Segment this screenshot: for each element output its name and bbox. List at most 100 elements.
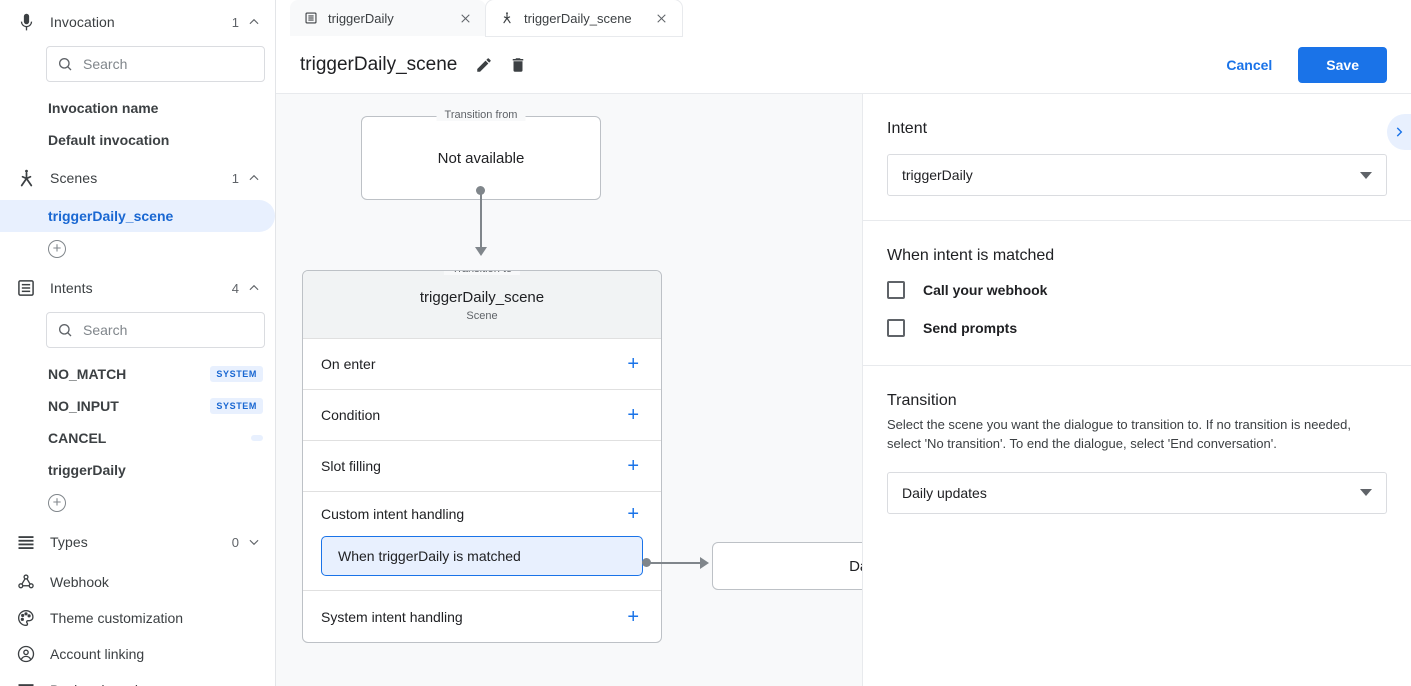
sidebar-item-label: Theme customization [50, 610, 184, 626]
sidebar-item-label: triggerDaily [48, 462, 126, 478]
sidebar-item-label: Default invocation [48, 132, 170, 148]
transition-select[interactable]: Daily updates [887, 471, 1387, 514]
intent-section: Intent triggerDaily [863, 94, 1411, 221]
transition-to-scene-card[interactable]: Transition to triggerDaily_scene Scene O… [302, 270, 662, 643]
trash-icon[interactable] [505, 52, 531, 78]
scene-row-label: Slot filling [321, 458, 381, 474]
content-split: Transition from Not available Transition… [276, 94, 1411, 686]
chevron-up-icon[interactable] [247, 15, 261, 29]
intent-icon [304, 11, 318, 25]
scene-row-slot-filling[interactable]: Slot filling + [303, 441, 661, 492]
close-icon[interactable] [652, 9, 670, 27]
connector-dot-top [476, 186, 485, 195]
call-your-webhook-label: Call your webhook [923, 282, 1048, 298]
chevron-down-icon[interactable] [247, 535, 261, 549]
microphone-icon [14, 10, 38, 34]
connector-line-vertical [480, 191, 482, 249]
transition-section-title: Transition [887, 392, 957, 409]
intents-search-box[interactable] [46, 312, 265, 348]
cancel-button[interactable]: Cancel [1212, 49, 1286, 81]
intent-handler-label: When triggerDaily is matched [338, 548, 521, 564]
connector-line-horizontal [647, 562, 703, 564]
sidebar-section-scenes[interactable]: Scenes 1 [0, 156, 275, 200]
add-intent-icon[interactable]: + [48, 494, 66, 512]
add-intent-row[interactable]: + [0, 486, 275, 520]
sidebar-item-invocation-name[interactable]: Invocation name [0, 92, 275, 124]
intent-handler-chip[interactable]: When triggerDaily is matched [321, 536, 643, 576]
sidebar-section-count: 1 [231, 14, 239, 30]
invocation-search-input[interactable] [83, 56, 254, 72]
transition-target-node[interactable]: Tr Dail [712, 542, 862, 590]
intents-search-input[interactable] [83, 322, 254, 338]
sidebar-section-intents[interactable]: Intents 4 [0, 266, 275, 310]
status-badge [251, 435, 263, 441]
add-slot-filling-icon[interactable]: + [627, 455, 639, 477]
scene-flow-icon [14, 166, 38, 190]
sidebar-item-triggerdaily[interactable]: triggerDaily [0, 454, 275, 486]
webhook-icon [14, 570, 38, 594]
add-on-enter-icon[interactable]: + [627, 353, 639, 375]
transition-from-legend: Transition from [436, 109, 526, 121]
scene-card-title: triggerDaily_scene [419, 289, 545, 306]
sidebar-item-no-match[interactable]: NO_MATCH SYSTEM [0, 358, 275, 390]
scene-row-on-enter[interactable]: On enter + [303, 339, 661, 390]
sidebar-item-no-input[interactable]: NO_INPUT SYSTEM [0, 390, 275, 422]
sidebar-item-account-linking[interactable]: Account linking [0, 636, 275, 672]
search-icon [57, 56, 73, 72]
sidebar-item-label: Backend services [50, 682, 160, 686]
tab-bar: triggerDaily triggerDaily_scene [276, 0, 1411, 36]
sidebar-section-label: Scenes [50, 170, 98, 186]
invocation-search-box[interactable] [46, 46, 265, 82]
sidebar-item-theme-customization[interactable]: Theme customization [0, 600, 275, 636]
sidebar-section-count: 1 [231, 170, 239, 186]
add-scene-row[interactable]: + [0, 232, 275, 266]
chevron-up-icon[interactable] [247, 281, 261, 295]
sidebar-item-label: NO_MATCH [48, 366, 127, 382]
scene-card-header: triggerDaily_scene Scene [303, 271, 661, 339]
pencil-icon[interactable] [471, 52, 497, 78]
scene-row-label: Custom intent handling [321, 506, 465, 522]
tab-label: triggerDaily [328, 10, 394, 26]
sidebar-item-default-invocation[interactable]: Default invocation [0, 124, 275, 156]
close-icon[interactable] [456, 9, 474, 27]
chevron-up-icon[interactable] [247, 171, 261, 185]
chevron-right-icon[interactable] [1387, 114, 1411, 150]
call-your-webhook-checkbox[interactable] [887, 281, 905, 299]
transition-description: Select the scene you want the dialogue t… [887, 417, 1351, 451]
sidebar-item-webhook[interactable]: Webhook [0, 564, 275, 600]
add-scene-icon[interactable]: + [48, 240, 66, 258]
call-your-webhook-row[interactable]: Call your webhook [887, 281, 1387, 299]
status-badge: SYSTEM [210, 366, 263, 382]
sidebar-item-triggerdaily-scene[interactable]: triggerDaily_scene [0, 200, 275, 232]
scene-row-system-intent-handling[interactable]: System intent handling + [303, 591, 661, 642]
palette-icon [14, 606, 38, 630]
scene-group-custom-intent-handling: Custom intent handling + When triggerDai… [303, 492, 661, 591]
scene-row-label: On enter [321, 356, 376, 372]
add-custom-intent-handling-icon[interactable]: + [627, 503, 639, 525]
save-button[interactable]: Save [1298, 46, 1387, 83]
scene-row-custom-intent-handling[interactable]: Custom intent handling + [303, 492, 661, 536]
intent-select[interactable]: triggerDaily [887, 154, 1387, 196]
send-prompts-row[interactable]: Send prompts [887, 319, 1387, 337]
sidebar-section-label: Types [50, 534, 88, 550]
types-icon [14, 530, 38, 554]
chevron-down-icon [1360, 489, 1372, 497]
tab-triggerdaily[interactable]: triggerDaily [290, 0, 486, 36]
transition-to-legend: Transition to [443, 271, 521, 275]
scene-row-condition[interactable]: Condition + [303, 390, 661, 441]
when-intent-matched-title: When intent is matched [887, 247, 1055, 264]
transition-from-value: Not available [437, 149, 525, 167]
add-system-intent-handling-icon[interactable]: + [627, 605, 639, 628]
sidebar-item-cancel[interactable]: CANCEL [0, 422, 275, 454]
tab-triggerdaily-scene[interactable]: triggerDaily_scene [486, 0, 682, 36]
sidebar-section-invocation[interactable]: Invocation 1 [0, 0, 275, 44]
scene-graph-canvas[interactable]: Transition from Not available Transition… [276, 94, 862, 686]
sidebar-item-backend-services[interactable]: Backend services [0, 672, 275, 686]
sidebar-section-types[interactable]: Types 0 [0, 520, 275, 564]
intents-list-icon [14, 276, 38, 300]
send-prompts-checkbox[interactable] [887, 319, 905, 337]
sidebar-section-count: 0 [231, 534, 239, 550]
add-condition-icon[interactable]: + [627, 404, 639, 426]
intent-select-value: triggerDaily [902, 167, 973, 183]
